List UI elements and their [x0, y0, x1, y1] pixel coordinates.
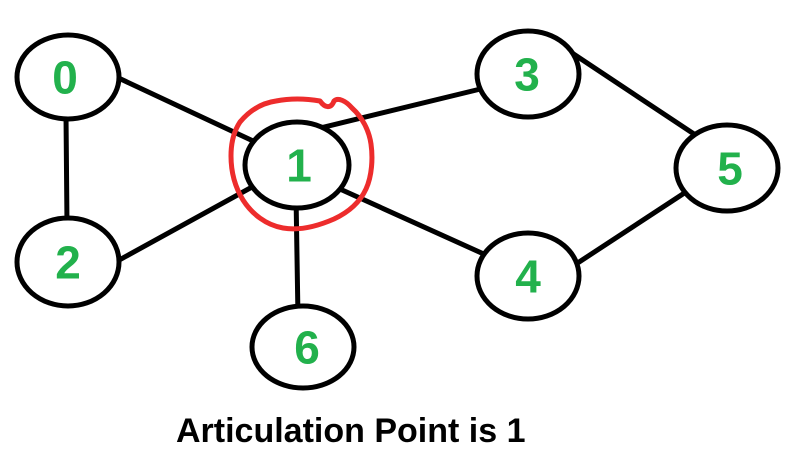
node-circle-1 — [242, 119, 352, 211]
edge-4-5 — [567, 185, 695, 271]
edge-1-6 — [293, 192, 301, 321]
edge-0-1 — [107, 71, 271, 151]
caption-text: Articulation Point is 1 — [176, 412, 526, 450]
node-label-3: 3 — [514, 49, 540, 101]
node-circle-4 — [474, 230, 582, 322]
edge-0-2 — [63, 112, 70, 228]
node-circle-6 — [249, 303, 357, 391]
node-circle-3 — [474, 28, 582, 120]
edge-3-5 — [557, 42, 703, 141]
node-circle-2 — [14, 215, 122, 309]
node-label-1: 1 — [286, 140, 312, 192]
node-label-2: 2 — [55, 237, 81, 289]
node-label-0: 0 — [52, 52, 78, 104]
articulation-highlight-circle — [228, 96, 375, 232]
node-label-6: 6 — [294, 322, 320, 374]
edge-1-4 — [317, 177, 500, 263]
node-label-5: 5 — [717, 143, 743, 195]
node-label-4: 4 — [515, 251, 541, 303]
node-circle-0 — [14, 32, 122, 122]
edge-1-3 — [305, 82, 500, 134]
node-circle-5 — [673, 122, 781, 214]
